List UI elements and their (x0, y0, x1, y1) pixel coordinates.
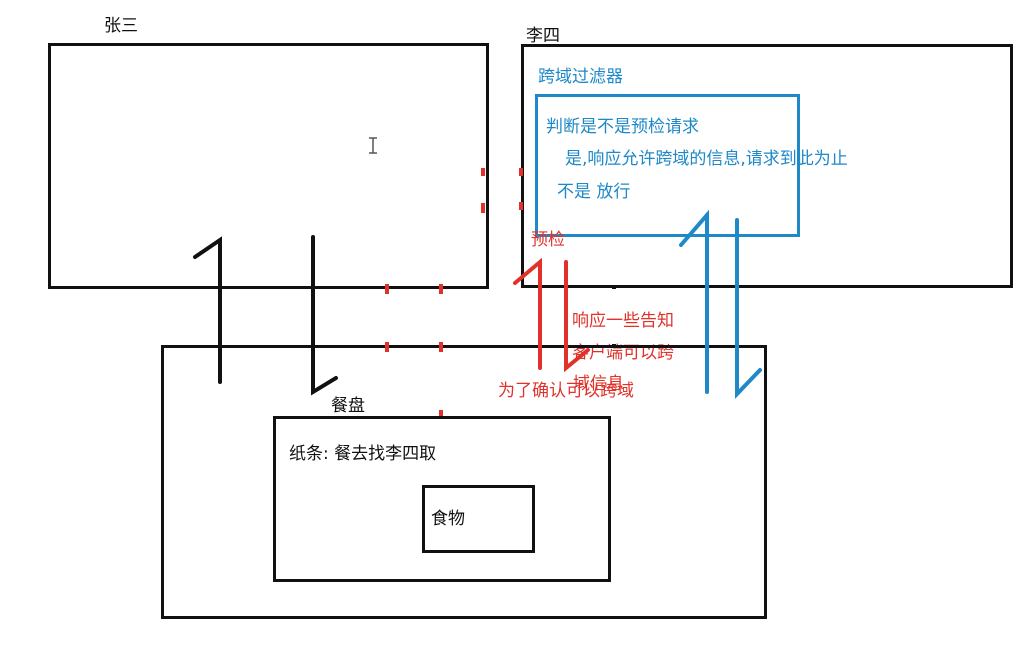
tray-box (161, 345, 767, 619)
blue-arrows (679, 209, 762, 399)
red-up-arrow (513, 257, 542, 370)
black-up-arrow (193, 236, 222, 384)
tray-label: 餐盘 (331, 396, 365, 416)
text-cursor-icon (369, 137, 377, 154)
black-dots (612, 285, 616, 348)
red-dashes (385, 168, 523, 416)
lisi-label: 李四 (526, 26, 560, 46)
purpose-label: 为了确认可以跨域 (498, 381, 634, 401)
response-line-2: 客户端可以跨 (572, 343, 674, 363)
black-dot (612, 344, 616, 348)
filter-line-no: 不是 放行 (557, 182, 631, 202)
food-box (422, 485, 535, 553)
filter-line-check: 判断是不是预检请求 (546, 117, 699, 137)
black-dot (612, 285, 616, 289)
zhangsan-label: 张三 (104, 16, 138, 36)
zhangsan-box (48, 43, 489, 289)
preflight-label: 预检 (531, 230, 565, 250)
blue-up-arrow (679, 209, 709, 394)
cors-filter-title: 跨域过滤器 (538, 67, 623, 87)
note-label: 纸条: 餐去找李四取 (289, 444, 437, 464)
note-box (273, 416, 611, 582)
red-down-arrow (564, 260, 590, 373)
response-line-3: 域信息 (573, 374, 624, 394)
lisi-box (521, 44, 1013, 288)
black-down-arrow (311, 235, 338, 396)
black-arrows (193, 235, 338, 396)
cors-filter-box (535, 94, 800, 237)
food-label: 食物 (431, 509, 465, 529)
filter-line-yes: 是,响应允许跨域的信息,请求到此为止 (565, 149, 848, 169)
red-arrows (513, 257, 590, 373)
response-line-1: 响应一些告知 (572, 311, 674, 331)
blue-down-arrow (735, 218, 762, 399)
